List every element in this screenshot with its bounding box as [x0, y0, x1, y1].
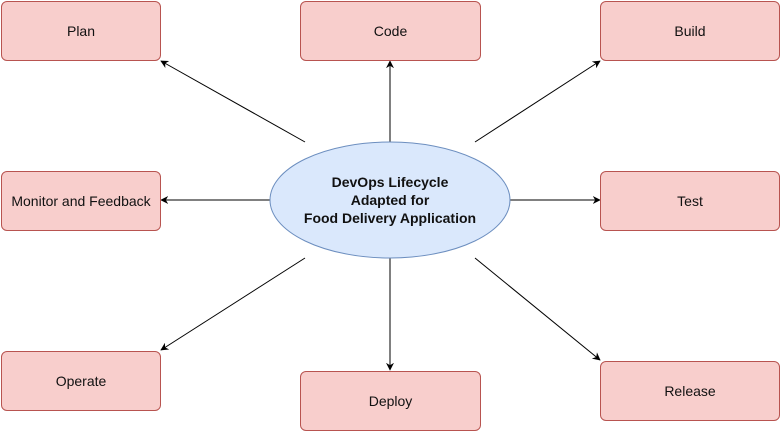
node-build[interactable]: Build: [600, 1, 780, 61]
center-label-line-2: Adapted for: [350, 192, 430, 208]
node-code-label: Code: [373, 23, 408, 39]
center-label-line-1: DevOps Lifecycle: [331, 174, 449, 190]
node-monitor-label: Monitor and Feedback: [11, 193, 151, 209]
node-deploy-label: Deploy: [368, 393, 413, 409]
edges: [160, 60, 601, 371]
node-monitor-and-feedback[interactable]: Monitor and Feedback: [1, 171, 161, 231]
node-release[interactable]: Release: [600, 361, 780, 421]
node-test[interactable]: Test: [600, 171, 780, 231]
node-code[interactable]: Code: [300, 1, 481, 61]
center-label-line-3: Food Delivery Application: [303, 210, 477, 226]
center-label: DevOps Lifecycle Adapted for Food Delive…: [270, 142, 510, 258]
node-operate[interactable]: Operate: [1, 351, 161, 411]
node-plan-label: Plan: [66, 23, 96, 39]
arrow-to-plan: [160, 60, 306, 143]
node-test-label: Test: [677, 193, 703, 209]
node-operate-label: Operate: [55, 373, 107, 389]
arrow-to-operate: [160, 257, 306, 351]
center-ellipse: [269, 141, 511, 259]
arrow-to-release: [474, 257, 601, 361]
arrow-to-build: [474, 60, 601, 143]
node-build-label: Build: [674, 23, 706, 39]
node-plan[interactable]: Plan: [1, 1, 161, 61]
node-release-label: Release: [664, 383, 716, 399]
node-deploy[interactable]: Deploy: [300, 371, 481, 431]
